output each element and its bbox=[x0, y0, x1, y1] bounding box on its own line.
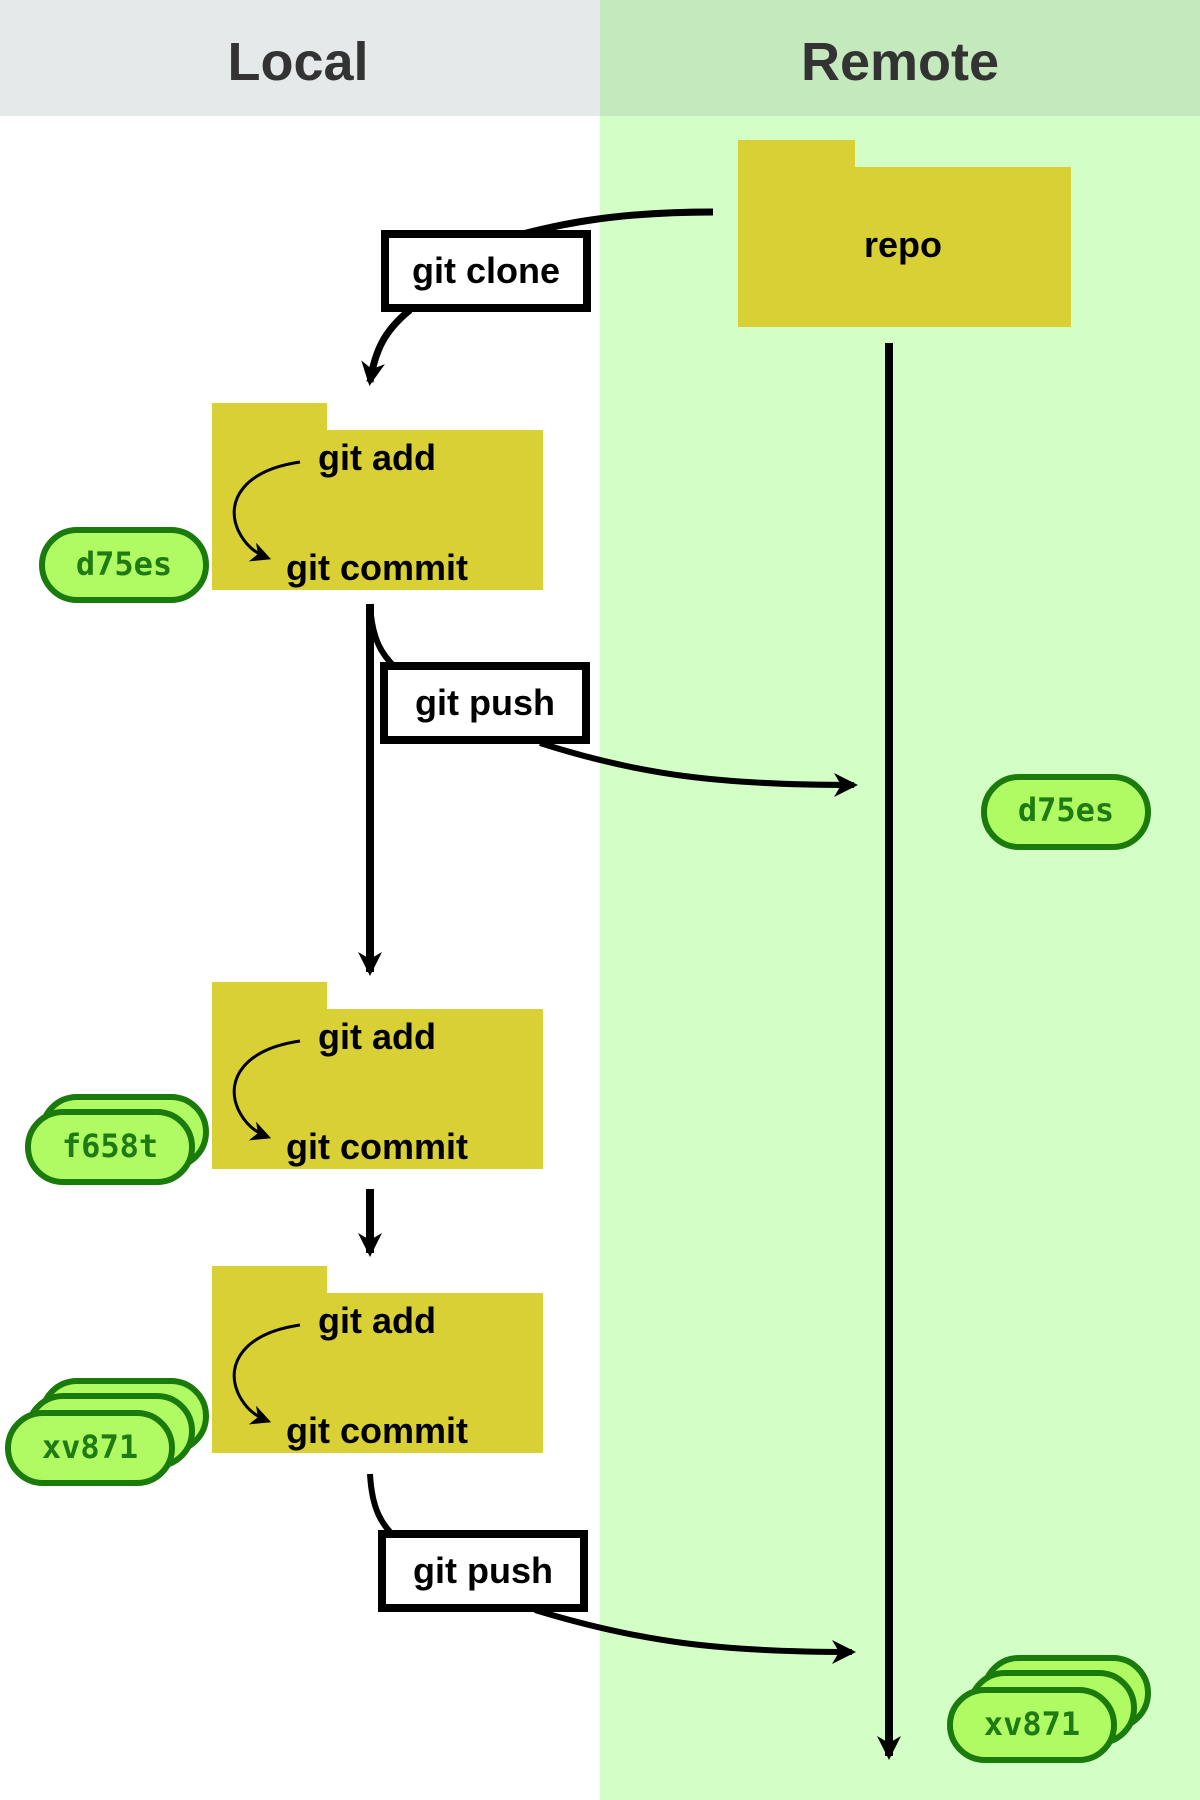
commit-stack-remote-2: xv871 bbox=[947, 1655, 1151, 1763]
commit-hash: xv871 bbox=[42, 1428, 138, 1466]
commit-stack-local-3: xv871 bbox=[5, 1378, 209, 1486]
folder-icon bbox=[212, 982, 543, 1169]
commit-stack-local-2: f658t bbox=[25, 1094, 209, 1185]
folder-icon bbox=[212, 403, 543, 590]
remote-header-title: Remote bbox=[801, 32, 999, 92]
push-arrow-1-curve bbox=[539, 740, 858, 797]
remote-repo-folder: repo bbox=[738, 140, 1071, 327]
add-commit-arrow bbox=[232, 1039, 301, 1141]
local-header-bg bbox=[0, 0, 600, 116]
git-add-label: git add bbox=[318, 1300, 436, 1341]
git-add-label: git add bbox=[318, 437, 436, 478]
clone-command-label: git clone bbox=[412, 250, 560, 291]
push-arrow-2-curve bbox=[534, 1607, 856, 1664]
add-commit-arrow bbox=[232, 1323, 301, 1425]
clone-command-box: git clone bbox=[381, 230, 591, 312]
commit-hash: f658t bbox=[62, 1127, 158, 1165]
local-header-title: Local bbox=[227, 32, 368, 92]
push-command-box-1: git push bbox=[380, 662, 590, 744]
commit-hash: xv871 bbox=[984, 1705, 1080, 1743]
push-command-label: git push bbox=[415, 682, 555, 723]
git-commit-label: git commit bbox=[286, 1126, 468, 1167]
commit-badge-remote-1: d75es bbox=[981, 774, 1151, 850]
remote-header-bg bbox=[600, 0, 1200, 116]
commit-badge-local-1: d75es bbox=[39, 527, 209, 603]
git-commit-label: git commit bbox=[286, 1410, 468, 1451]
git-add-label: git add bbox=[318, 1016, 436, 1057]
folder-icon bbox=[212, 1266, 543, 1453]
local-folder-2: git add git commit bbox=[212, 982, 543, 1169]
git-commit-label: git commit bbox=[286, 547, 468, 588]
commit-hash: d75es bbox=[76, 545, 172, 583]
local-folder-3: git add git commit bbox=[212, 1266, 543, 1453]
folder-icon bbox=[738, 140, 1071, 327]
local-folder-1: git add git commit bbox=[212, 403, 543, 590]
remote-repo-label: repo bbox=[864, 224, 942, 265]
push-command-box-2: git push bbox=[378, 1530, 588, 1612]
commit-hash: d75es bbox=[1018, 791, 1114, 829]
add-commit-arrow bbox=[232, 460, 301, 562]
push-command-label: git push bbox=[413, 1550, 553, 1591]
